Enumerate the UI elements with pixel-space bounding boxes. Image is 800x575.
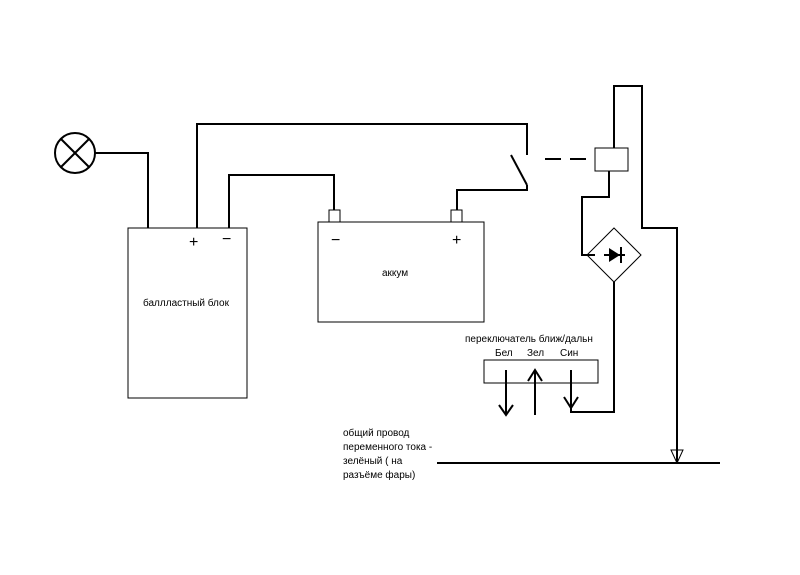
switch-green-wire — [527, 368, 543, 415]
lamp-wire — [95, 152, 149, 228]
light-switch-block — [483, 359, 599, 384]
bridge-input-wire — [570, 282, 615, 413]
switch-blue-wire — [563, 370, 579, 410]
switch-title: переключатель ближ/дальн — [465, 333, 593, 345]
diode-bridge-icon — [586, 227, 642, 283]
relay-coil-wire-left — [581, 171, 610, 256]
battery-plus-terminal — [450, 209, 463, 223]
bridge-output-wire — [641, 227, 678, 463]
switch-label-blue: Син — [560, 348, 578, 359]
ballast-plus-wire — [196, 123, 528, 228]
battery-minus-sign: − — [331, 232, 340, 249]
common-wire-label-line4: разъёме фары) — [343, 469, 415, 481]
common-wire-label-line2: переменного тока - — [343, 442, 432, 453]
ballast-minus-sign: − — [222, 231, 231, 248]
switch-label-white: Бел — [495, 348, 513, 359]
ballast-block — [127, 227, 248, 399]
battery-block — [317, 221, 485, 323]
lamp-icon — [54, 132, 96, 174]
common-wire-label-line3: зелёный ( на — [343, 456, 403, 467]
common-wire-arrow — [670, 449, 684, 465]
switch-label-green: Зел — [527, 348, 544, 359]
switch-white-wire — [498, 370, 514, 417]
relay-coil-icon — [594, 147, 629, 172]
battery-plus-wire — [456, 185, 528, 210]
battery-label: аккум — [382, 268, 408, 279]
battery-plus-sign: + — [452, 232, 461, 249]
relay-coil-wire-right — [613, 85, 643, 228]
common-wire-label-line1: общий провод — [343, 427, 410, 439]
ballast-minus-wire — [228, 174, 335, 228]
battery-minus-terminal — [328, 209, 341, 223]
ballast-label: баллластный блок — [143, 297, 230, 309]
switch-contact-icon — [510, 154, 528, 186]
ballast-plus-sign: + — [189, 234, 198, 251]
